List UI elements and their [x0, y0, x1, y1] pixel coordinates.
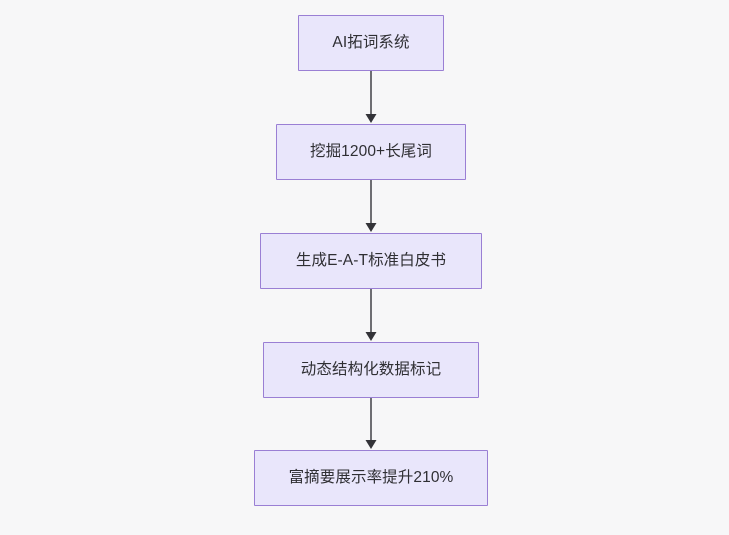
flow-node-label: 生成E-A-T标准白皮书 — [295, 252, 447, 270]
flow-node-label: 富摘要展示率提升210% — [288, 469, 454, 487]
flow-node-ai-keyword-system[interactable]: AI拓词系统 — [298, 15, 444, 71]
edge-n3-n4 — [365, 398, 377, 449]
edge-n1-n2 — [365, 180, 377, 232]
edge-n0-n1 — [365, 71, 377, 123]
flow-node-label: 动态结构化数据标记 — [300, 361, 442, 379]
flow-node-mine-longtail-keywords[interactable]: 挖掘1200+长尾词 — [276, 124, 466, 180]
edge-n2-n3 — [365, 289, 377, 341]
arrowhead-icon — [365, 223, 377, 232]
flow-node-rich-snippet-impression-lift[interactable]: 富摘要展示率提升210% — [254, 450, 488, 506]
flow-node-generate-eat-whitepaper[interactable]: 生成E-A-T标准白皮书 — [260, 233, 482, 289]
arrowhead-icon — [365, 440, 377, 449]
flow-node-label: AI拓词系统 — [332, 34, 410, 52]
arrowhead-icon — [365, 332, 377, 341]
arrowhead-icon — [365, 114, 377, 123]
flow-node-dynamic-structured-data-markup[interactable]: 动态结构化数据标记 — [263, 342, 479, 398]
flow-node-label: 挖掘1200+长尾词 — [309, 143, 433, 161]
